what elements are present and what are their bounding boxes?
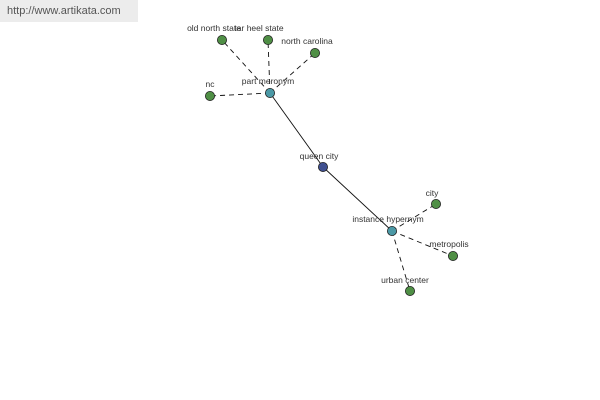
leaf-node-label: city (426, 188, 440, 198)
relation-node[interactable] (264, 88, 275, 99)
center-node[interactable] (317, 161, 328, 172)
edge-relation-to-leaf (269, 52, 316, 94)
leaf-node-label: metropolis (429, 239, 468, 249)
leaf-node[interactable] (447, 250, 458, 261)
edge-relation-to-leaf (209, 92, 271, 97)
center-node-label: queen city (300, 151, 339, 161)
edge-relation-to-leaf (391, 230, 411, 292)
leaf-node[interactable] (262, 35, 273, 46)
watermark-url: http://www.artikata.com (0, 0, 138, 22)
edge-center-to-relation (322, 166, 393, 232)
leaf-node[interactable] (430, 198, 441, 209)
leaf-node-label: urban center (381, 275, 429, 285)
relation-node-label: instance hypernym (352, 214, 423, 224)
leaf-node-label: north carolina (281, 36, 333, 46)
relation-node[interactable] (386, 225, 397, 236)
edge-relation-to-leaf (391, 230, 454, 257)
edges (209, 39, 454, 292)
relation-node-label: part meronym (242, 76, 294, 86)
nodes (204, 35, 458, 296)
leaf-node[interactable] (309, 48, 320, 59)
edge-center-to-relation (269, 92, 324, 168)
edge-relation-to-leaf (221, 39, 271, 94)
leaf-node-label: old north state (187, 23, 241, 33)
leaf-node-label: tar heel state (234, 23, 283, 33)
leaf-node-label: nc (206, 79, 216, 89)
leaf-node[interactable] (204, 91, 215, 102)
leaf-node[interactable] (404, 285, 415, 296)
leaf-node[interactable] (216, 35, 227, 46)
labels: queen city part meronym old north statetar… (187, 23, 469, 285)
